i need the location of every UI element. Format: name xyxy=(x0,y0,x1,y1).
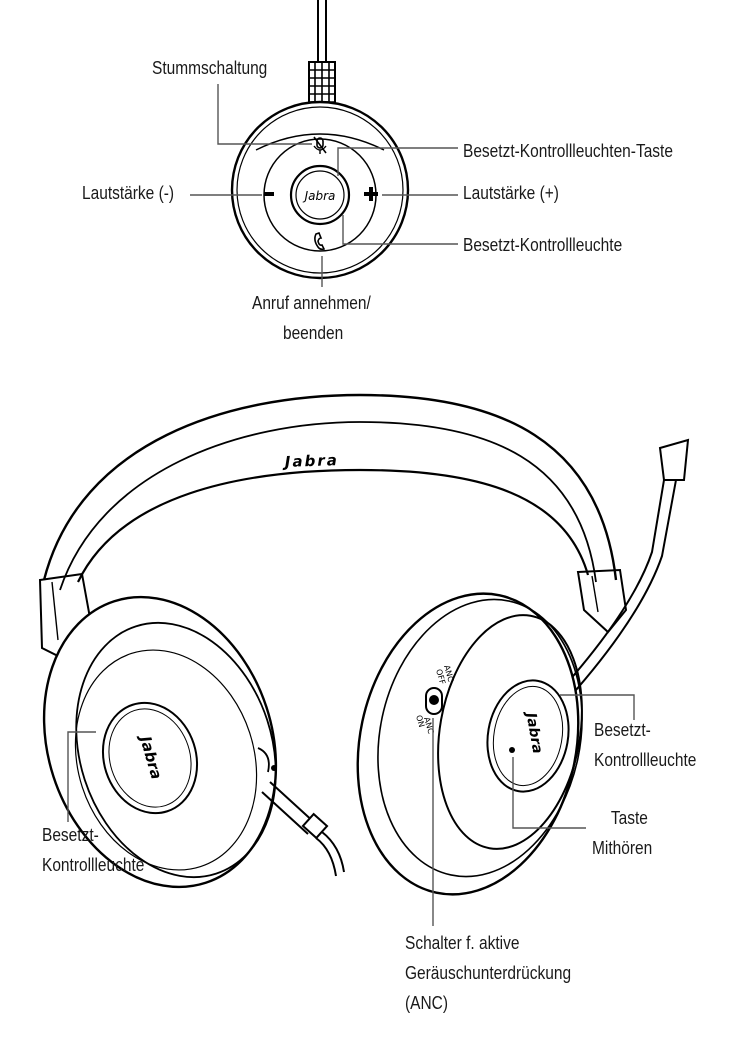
anc-off-label: OFF xyxy=(434,668,447,686)
right-hinge xyxy=(576,568,628,634)
volume-down-label: Lautstärke (-) xyxy=(82,183,175,203)
controller-unit: Jabra xyxy=(190,0,458,287)
left-busy-light xyxy=(101,701,199,815)
volume-up-icon[interactable] xyxy=(364,187,378,201)
busy-light-label: Besetzt-Kontrollleuchte xyxy=(463,235,623,255)
answer-end-call-label: Anruf annehmen/ beenden xyxy=(252,293,371,343)
headband: Jabra xyxy=(42,393,618,591)
listen-in-button-label: Taste Mithören xyxy=(592,808,653,858)
volume-up-label: Lautstärke (+) xyxy=(463,183,559,203)
headband-brand-logo: Jabra xyxy=(282,451,340,471)
right-busy-light xyxy=(486,679,570,793)
headset-leader-lines xyxy=(67,694,635,926)
controller-brand-logo: Jabra xyxy=(303,189,336,203)
volume-down-icon[interactable] xyxy=(264,192,274,196)
controller-leader-lines xyxy=(190,84,458,287)
listen-in-button[interactable] xyxy=(509,747,515,753)
controller-face-ring xyxy=(236,106,404,274)
headset-cable xyxy=(261,781,345,877)
anc-switch-label: Schalter f. aktive Geräuschunterdrückung… xyxy=(405,933,572,1013)
mute-label: Stummschaltung xyxy=(152,58,268,78)
busy-light-button[interactable] xyxy=(289,164,351,226)
headset-unit: Jabra Jabra xyxy=(38,393,690,926)
controller-cable xyxy=(308,0,336,107)
phone-icon[interactable] xyxy=(314,232,326,251)
right-busy-light-label: Besetzt- Kontrollleuchte xyxy=(594,720,697,770)
mute-icon[interactable] xyxy=(313,136,327,154)
right-cup-brand-logo: Jabra xyxy=(522,709,545,755)
left-busy-light-label: Besetzt- Kontrollleuchte xyxy=(42,825,145,875)
anc-switch[interactable] xyxy=(425,687,443,715)
left-ear-cup: Jabra xyxy=(42,595,278,889)
busy-light-button-label: Besetzt-Kontrollleuchten-Taste xyxy=(463,141,673,161)
busy-light-ring xyxy=(295,170,345,220)
right-ear-cup: Jabra ANC OFF ON ANC xyxy=(356,592,583,896)
anc-on-label: ON xyxy=(414,714,426,728)
